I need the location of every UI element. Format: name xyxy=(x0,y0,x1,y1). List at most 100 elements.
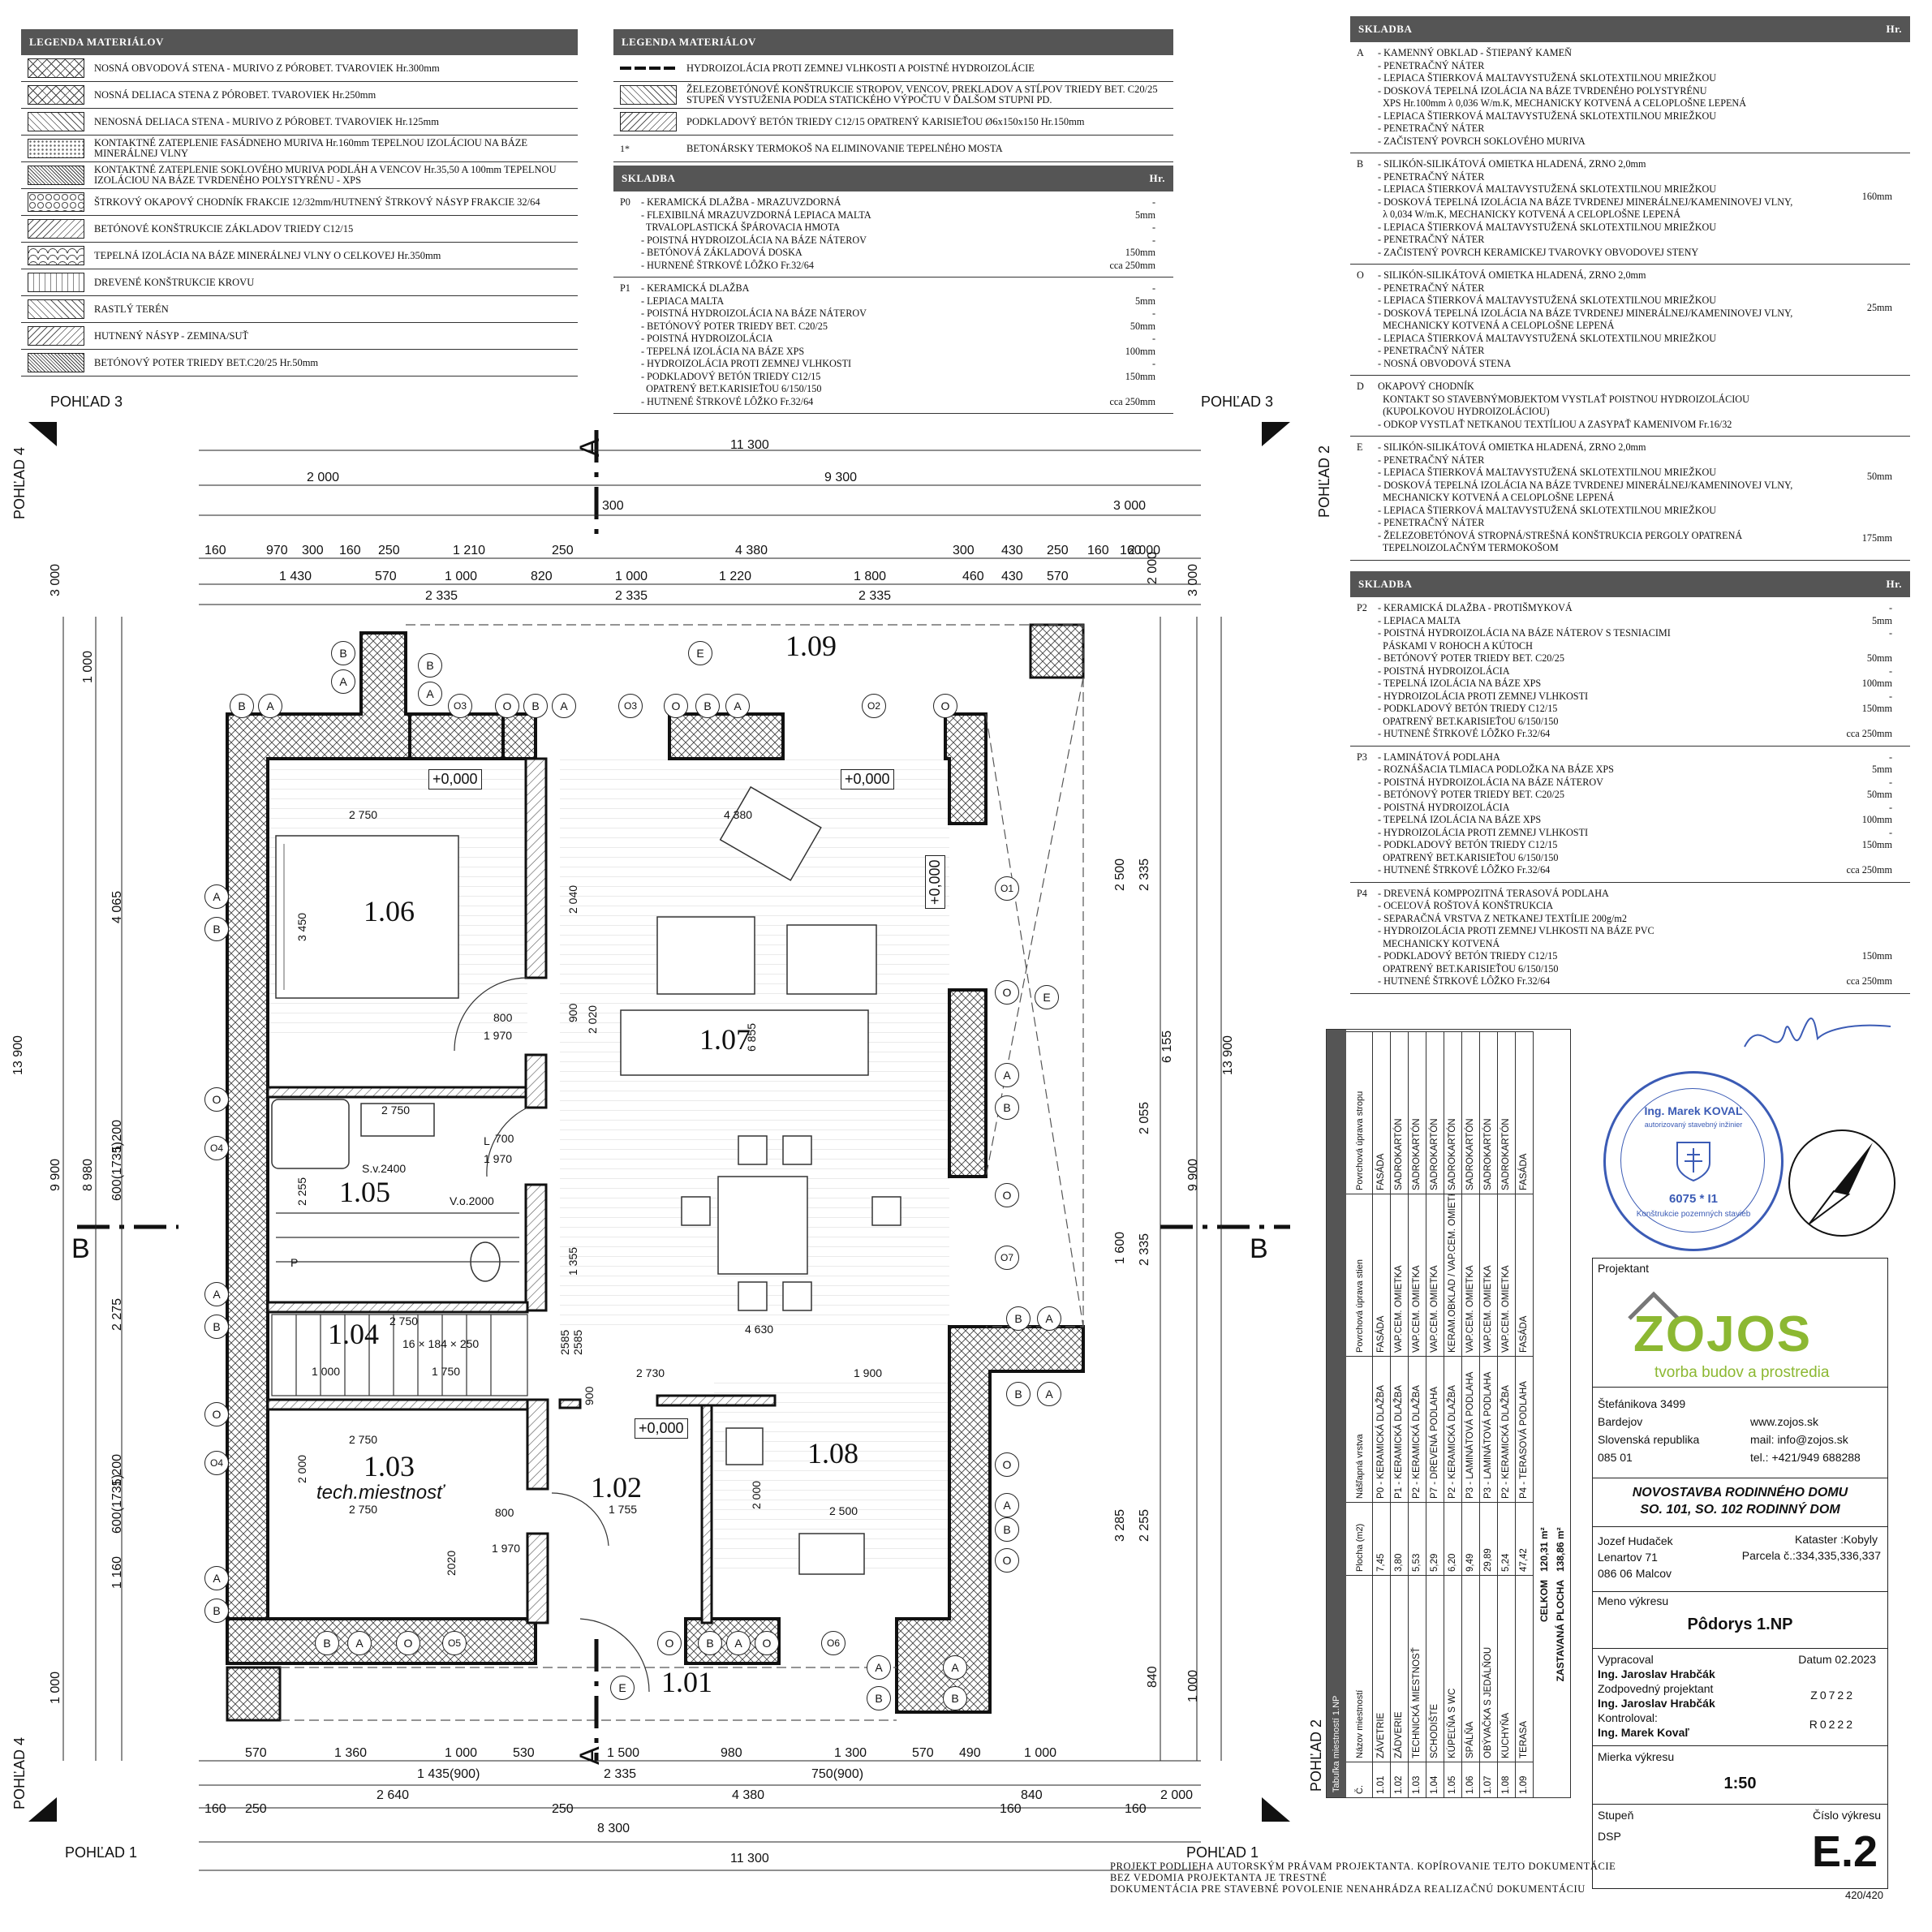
skladba-line: - DOSKOVÁ TEPELNÁ IZOLÁCIA NA BÁZE TVRDE… xyxy=(1378,307,1793,319)
dim-bottom: 250 xyxy=(552,1802,574,1816)
room-table-cell: SADROKARTÓN xyxy=(1426,1031,1444,1194)
legend-mid: LEGENDA MATERIÁLOV HYDROIZOLÁCIA PROTI Z… xyxy=(613,29,1173,414)
room-table-cell: SADROKARTÓN xyxy=(1390,1031,1408,1194)
skladba-value: - xyxy=(1888,602,1892,613)
bed xyxy=(275,835,459,999)
dim-left: 1 160 xyxy=(110,1555,124,1589)
legend-swatch xyxy=(28,219,84,239)
legend-swatch xyxy=(28,299,84,319)
room-label-1-03: 1.03 xyxy=(364,1450,415,1482)
skladba-key: P2 xyxy=(1357,602,1367,613)
dim-interior: 2 750 xyxy=(349,808,378,821)
skladba-lines: - KERAMICKÁ DLAŽBA- LEPIACA MALTA- POIST… xyxy=(641,282,1050,408)
skladba-value: 150mm xyxy=(1861,839,1892,850)
axis-bubble: O2 xyxy=(862,694,886,718)
skladba-line: - HUTNENÉ ŠTRKOVÉ LÔŽKO Fr.32/64 xyxy=(1378,864,1551,876)
dim-right: 6 155 xyxy=(1160,1030,1174,1063)
dim-left: 600(1735) xyxy=(110,1142,124,1201)
room-table-cell: VAP.CEM. OMIETKA xyxy=(1426,1194,1444,1356)
skladba-line: - POISTNÁ HYDROIZOLÁCIA xyxy=(1378,801,1510,813)
axis-bubble: B xyxy=(995,1095,1019,1120)
dim-bottom: 840 xyxy=(1021,1788,1043,1802)
skladba-key: P4 xyxy=(1357,887,1367,899)
room-table-cell: OBÝVAČKA S JEDÁLŇOU xyxy=(1479,1575,1497,1762)
skladba-line: OKAPOVÝ CHODNÍK xyxy=(1378,381,1474,392)
chair-5 xyxy=(681,1196,711,1226)
dim-top: 2 335 xyxy=(615,589,648,603)
axis-bubble: A xyxy=(1037,1382,1061,1406)
dim-bottom: 2 640 xyxy=(377,1788,410,1802)
room-table-cell: P7 - DREVENÁ PODLAHA xyxy=(1426,1356,1444,1502)
skladba-value: 50mm xyxy=(1130,320,1155,332)
skladba-line: - DOSKOVÁ TEPELNÁ IZOLÁCIA NA BÁZE TVRDE… xyxy=(1378,84,1707,97)
pillar-top-right xyxy=(1029,623,1085,679)
legend-swatch xyxy=(28,85,84,105)
legend-row: DREVENÉ KONŠTRUKCIE KROVU xyxy=(21,269,578,296)
skladba-line: - NOSNÁ OBVODOVÁ STENA xyxy=(1378,357,1512,369)
axis-bubble: O xyxy=(657,1631,682,1655)
skladba-line: - ODKOP VYSTLAŤ NETKANOU TEXTÍLIOU A ZAS… xyxy=(1378,418,1732,430)
room-table-cell: SADROKARTÓN xyxy=(1408,1031,1426,1194)
skladba-value xyxy=(1787,938,1892,951)
skladba-line: - KERAMICKÁ DLAŽBA - MRAZUVZDORNÁ xyxy=(641,196,841,208)
dim-top: 300 xyxy=(302,544,324,557)
dim-top: 460 xyxy=(962,570,984,583)
dim-interior: 2 000 xyxy=(750,1480,763,1509)
dim-top: 1 220 xyxy=(719,570,752,583)
cislo-label: Číslo výkresu xyxy=(1812,1809,1881,1822)
skladba-value: 25mm xyxy=(1866,302,1892,313)
room-table-cell: VAP.CEM. OMIETKA xyxy=(1479,1194,1497,1356)
dim-left: 9 900 xyxy=(49,1158,62,1191)
skladba-value: - xyxy=(1151,196,1155,208)
dim-top: 250 xyxy=(552,544,574,557)
cislo: E.2 xyxy=(1811,1827,1878,1876)
legend-swatch xyxy=(28,58,84,78)
skladba-line: λ 0,034 W/m.K, MECHANICKY KOTVENÁ A CELO… xyxy=(1378,209,1681,220)
legend-swatch xyxy=(620,112,677,131)
legend-row: BETÓNOVÉ KONŠTRUKCIE ZÁKLADOV TRIEDY C12… xyxy=(21,216,578,243)
skladba-line: - PENETRAČNÝ NÁTER xyxy=(1378,234,1485,245)
skladba-line: - LEPIACA ŠTIERKOVÁ MALTAVYSTUŽENÁ SKLOT… xyxy=(1378,504,1717,516)
room-table-cell: KUCHYŇA xyxy=(1497,1575,1515,1762)
room-table-cell: VAP.CEM. OMIETKA xyxy=(1497,1194,1515,1356)
room-table-cell: KERAM.OBKLAD / VAP.CEM. OMIETKA xyxy=(1444,1194,1461,1356)
room-table-cell: ZÁVETRIE xyxy=(1372,1575,1390,1762)
skladba-value: cca 250mm xyxy=(1109,259,1155,271)
level-mark: +0,000 xyxy=(428,769,482,790)
skladba-lines: - KAMENNÝ OBKLAD - ŠTIEPANÝ KAMEŇ- PENET… xyxy=(1378,47,1904,148)
legend-swatch xyxy=(28,112,84,131)
axis-bubble: O xyxy=(995,980,1019,1005)
dim-top: 160 xyxy=(339,544,361,557)
legend-key: 1* xyxy=(620,142,630,154)
skladba-line: - HYDROIZOLÁCIA PROTI ZEMNEJ VLHKOSTI xyxy=(1378,690,1589,702)
room-table-cell: SPÁLŇA xyxy=(1461,1575,1479,1762)
axis-bubble: E xyxy=(610,1676,635,1700)
skladba-value: 5mm xyxy=(1871,764,1892,775)
room-label-1-01: 1.01 xyxy=(661,1666,712,1698)
axis-bubble: A xyxy=(995,1493,1019,1517)
vypracoval: Ing. Jaroslav Hrabčák xyxy=(1598,1667,1715,1680)
skladba-line: - HYDROIZOLÁCIA PROTI ZEMNEJ VLHKOSTI xyxy=(1378,826,1589,838)
dim-interior: 3 450 xyxy=(295,912,308,941)
legend-row: BETÓNOVÝ POTER TRIEDY BET.C20/25 Hr.50mm xyxy=(21,350,578,377)
legend-label: BETONÁRSKY TERMOKOŠ NA ELIMINOVANIE TEPE… xyxy=(686,142,1003,154)
view-label-2: POHĽAD 2 xyxy=(1316,445,1332,518)
kitchen-sink xyxy=(798,1533,865,1575)
dim-interior: 2 750 xyxy=(349,1433,378,1446)
skladba-line: - LEPIACA ŠTIERKOVÁ MALTAVYSTUŽENÁ SKLOT… xyxy=(1378,110,1717,122)
view-label-3: POHĽAD 3 xyxy=(50,394,123,410)
skladba-line: XPS Hr.100mm λ 0,036 W/m.K, MECHANICKY K… xyxy=(1378,97,1747,109)
skladba-value: cca 250mm xyxy=(1846,728,1892,739)
pillar-bottom-left xyxy=(226,1666,282,1722)
room-table-cell: 1.08 xyxy=(1497,1762,1515,1797)
zojos-logo-icon xyxy=(1628,1291,1680,1320)
room-table-cell: FASÁDA xyxy=(1372,1031,1390,1194)
skladba-line: - BETÓNOVÝ POTER TRIEDY BET. C20/25 xyxy=(1378,652,1564,664)
view-arrows xyxy=(28,422,1290,1822)
room-table-cell: SADROKARTÓN xyxy=(1479,1031,1497,1194)
floor-plan xyxy=(28,422,1290,1871)
legend-label: ŠTRKOVÝ OKAPOVÝ CHODNÍK FRAKCIE 12/32mm/… xyxy=(94,196,540,208)
